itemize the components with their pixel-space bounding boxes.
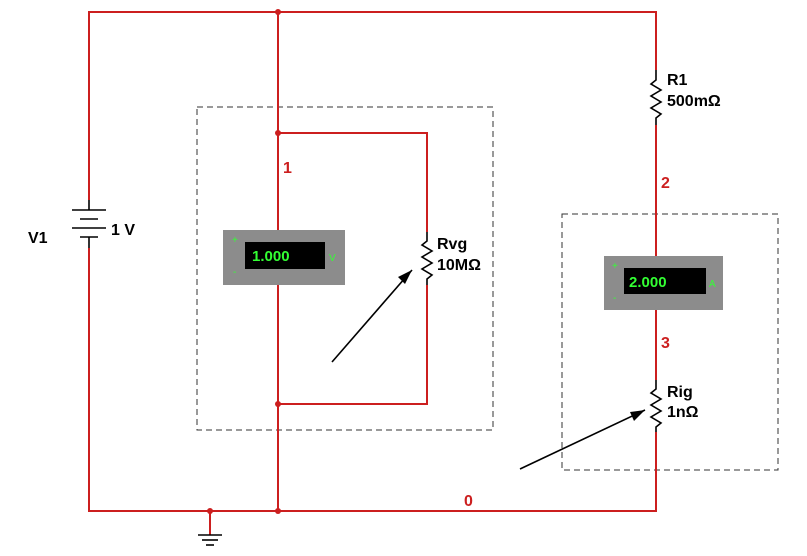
junction-dot	[275, 508, 281, 514]
node-label-2: 2	[661, 175, 670, 192]
ammeter-minus-label: -	[613, 293, 616, 304]
node-label-3: 3	[661, 335, 670, 352]
battery-icon	[72, 200, 106, 248]
voltmeter-reading: 1.000	[252, 248, 290, 265]
wire-rvg-loop-top	[278, 132, 428, 232]
ammeter-screen	[624, 268, 706, 294]
wire-top	[88, 11, 657, 200]
r1-value: 500mΩ	[667, 93, 721, 110]
resistor-icon	[649, 380, 663, 432]
ammeter[interactable]: 2.000 A + -	[604, 256, 723, 310]
resistor-icon	[649, 70, 663, 125]
ammeter-group-box	[561, 213, 779, 471]
source-name: V1	[28, 230, 48, 247]
rig-name: Rig	[667, 384, 693, 401]
junctions	[207, 9, 281, 514]
voltmeter-screen	[245, 242, 325, 269]
source-value: 1 V	[111, 222, 135, 239]
node-label-1: 1	[283, 160, 292, 177]
ammeter-unit: A	[709, 279, 716, 290]
arrow-head-icon	[398, 270, 412, 284]
voltmeter-minus-label: -	[233, 267, 236, 278]
voltmeter-unit: V	[329, 253, 336, 264]
rvg-name: Rvg	[437, 236, 467, 253]
wire-rvg-loop-bottom	[278, 285, 428, 405]
junction-dot	[275, 401, 281, 407]
junction-dot	[275, 9, 281, 15]
ammeter-plus-label: +	[612, 261, 618, 272]
arrow-head-icon	[630, 410, 645, 421]
voltmeter-plus-label: +	[232, 235, 238, 246]
voltmeter[interactable]: 1.000 V + -	[223, 230, 345, 285]
wires	[88, 11, 657, 535]
wire-bottom	[88, 248, 657, 512]
junction-dot	[207, 508, 213, 514]
ammeter-reading: 2.000	[629, 274, 667, 291]
rig-value: 1nΩ	[667, 404, 699, 421]
junction-dot	[275, 130, 281, 136]
arrow-icon	[519, 409, 646, 470]
ground-icon	[198, 534, 222, 546]
rvg-value: 10MΩ	[437, 257, 481, 274]
node-label-0: 0	[464, 493, 473, 510]
r1-name: R1	[667, 72, 688, 89]
resistor-icon	[420, 232, 434, 285]
arrow-icon	[331, 269, 413, 363]
